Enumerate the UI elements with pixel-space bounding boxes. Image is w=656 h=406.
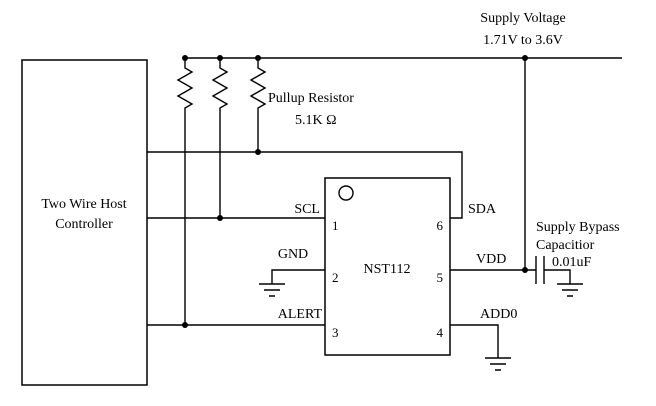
host-label-line1: Two Wire Host [41,197,126,212]
capacitor-label-line1: Supply Bypass [536,220,620,235]
pin-number-1: 1 [332,218,339,233]
pin-number-5: 5 [437,270,444,285]
pin-label-alert: ALERT [278,307,323,322]
junction-dot [182,322,188,328]
ic-name-label: NST112 [364,262,411,277]
pin-label-add0: ADD0 [480,307,517,322]
junction-dot [182,55,188,61]
sda-wire [147,151,463,219]
add0-wire [450,324,499,358]
pullup-resistor-1 [176,58,194,118]
ic-nst112-body [324,177,451,356]
bypass-capacitor [535,256,545,284]
host-label-line2: Controller [55,217,113,232]
pin-number-4: 4 [437,325,444,340]
capacitor-label-line2: Capacitior [536,238,595,253]
junction-dot [255,55,261,61]
ground-symbol-gnd-pin [259,283,285,297]
supply-voltage-label: Supply Voltage [480,11,565,26]
capacitor-value: 0.01uF [552,255,592,270]
junction-dot [217,215,223,221]
capacitor-right-wire [544,269,571,284]
pullup-resistor-value: 5.1K Ω [295,113,337,128]
pullup-resistor-3 [249,58,267,118]
pullup-resistor-label: Pullup Resistor [268,91,354,106]
pin1-indicator [338,185,354,201]
pin-number-2: 2 [332,270,339,285]
pullup-resistor-2 [211,58,229,118]
junction-dot [522,267,528,273]
pin-label-vdd: VDD [476,252,506,267]
ground-symbol-capacitor [557,283,583,297]
pin-number-6: 6 [437,218,444,233]
pin-number-3: 3 [332,325,339,340]
pin-label-scl: SCL [294,202,320,217]
gnd-stub-wire [271,269,325,284]
ground-symbol-add0 [485,357,511,371]
junction-dot [522,55,528,61]
junction-dot [255,149,261,155]
supply-range-label: 1.71V to 3.6V [483,33,563,48]
host-controller-box [21,59,148,386]
pin-label-gnd: GND [278,247,308,262]
pin-label-sda: SDA [468,202,497,217]
junction-dot [217,55,223,61]
